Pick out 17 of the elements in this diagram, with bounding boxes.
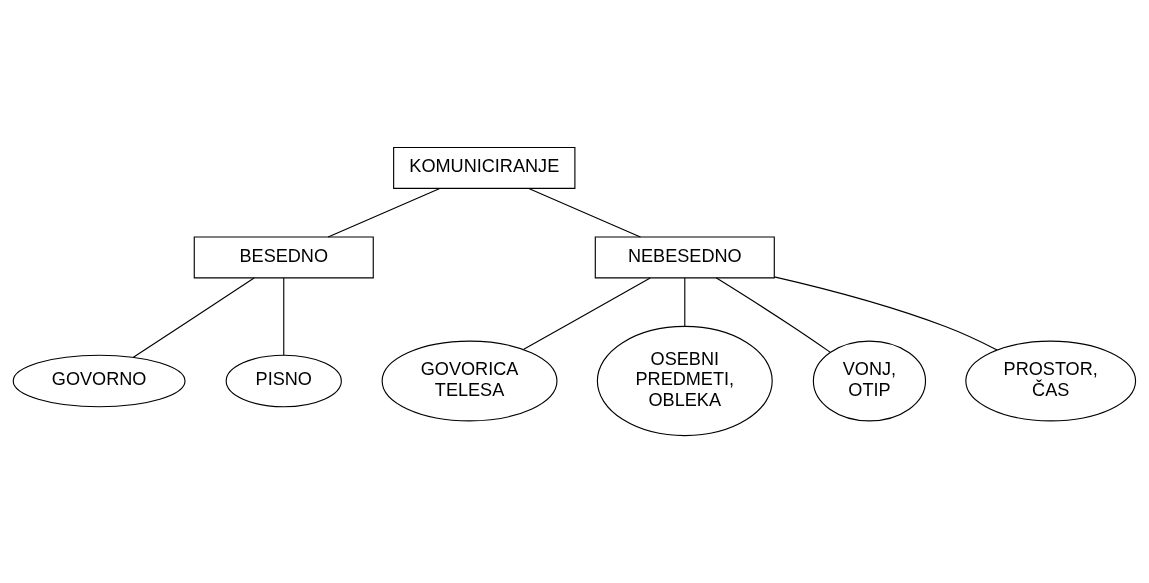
connector <box>283 277 285 356</box>
node-box: NEBESEDNO <box>594 236 775 279</box>
node-ellipse: OSEBNI PREDMETI, OBLEKA <box>596 325 773 437</box>
connector <box>528 187 641 238</box>
connector <box>684 277 686 327</box>
node-ellipse: VONJ, OTIP <box>812 340 927 422</box>
connector <box>327 187 441 238</box>
node-ellipse: PROSTOR, ČAS <box>965 340 1137 422</box>
connector <box>523 277 651 350</box>
node-ellipse: GOVORNO <box>12 354 186 408</box>
connector <box>773 276 998 351</box>
node-box: BESEDNO <box>193 236 374 279</box>
node-ellipse: GOVORICA TELESA <box>381 340 558 422</box>
connector <box>715 277 831 353</box>
node-ellipse: PISNO <box>225 354 342 408</box>
node-box: KOMUNICIRANJE <box>393 146 576 189</box>
connector <box>132 277 255 358</box>
